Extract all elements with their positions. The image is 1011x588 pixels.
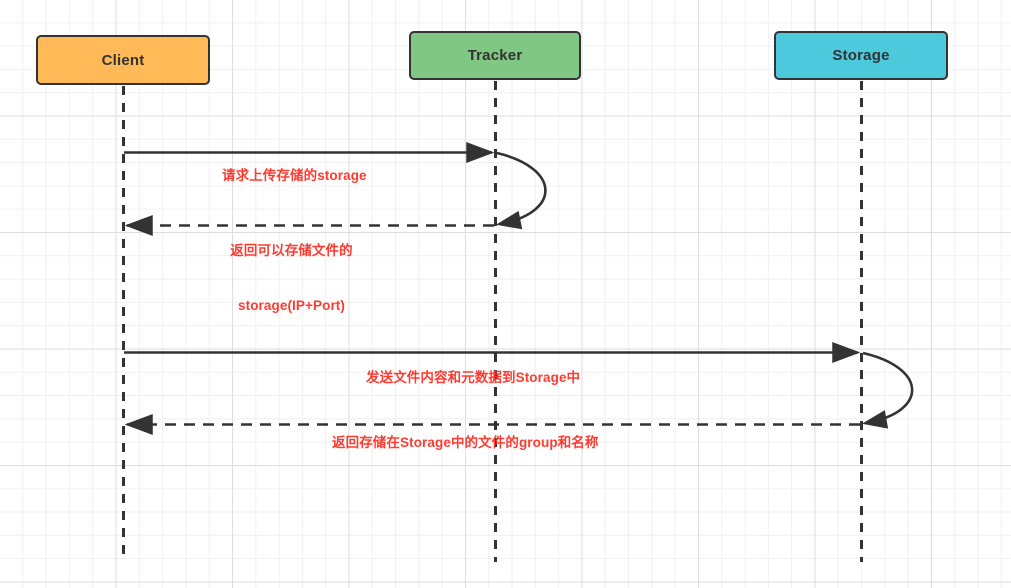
actor-box-storage[interactable]: Storage [774,31,948,80]
actor-label-storage: Storage [832,47,890,64]
message-label-2-line-2: storage(IP+Port) [238,298,345,314]
self-arc-tracker [495,151,547,230]
message-label-2: 返回可以存储文件的 storage(IP+Port) [219,206,364,352]
message-label-3: 发送文件内容和元数据到Storage中 [366,333,580,424]
actor-box-tracker[interactable]: Tracker [409,31,581,80]
actor-label-tracker: Tracker [467,47,523,64]
actor-box-client[interactable]: Client [36,35,210,85]
message-label-3-line-1: 发送文件内容和元数据到Storage中 [366,370,581,386]
message-label-4: 返回存储在Storage中的文件的group和名称 [332,398,599,489]
lifelines [122,81,863,562]
message-label-2-line-1: 返回可以存储文件的 [230,243,353,259]
message-label-1: 请求上传存储的storage [222,131,367,222]
self-arc-storage [861,351,914,429]
message-label-4-line-1: 返回存储在Storage中的文件的group和名称 [332,435,599,451]
message-label-1-line-1: 请求上传存储的storage [222,168,367,184]
actor-label-client: Client [101,51,145,69]
